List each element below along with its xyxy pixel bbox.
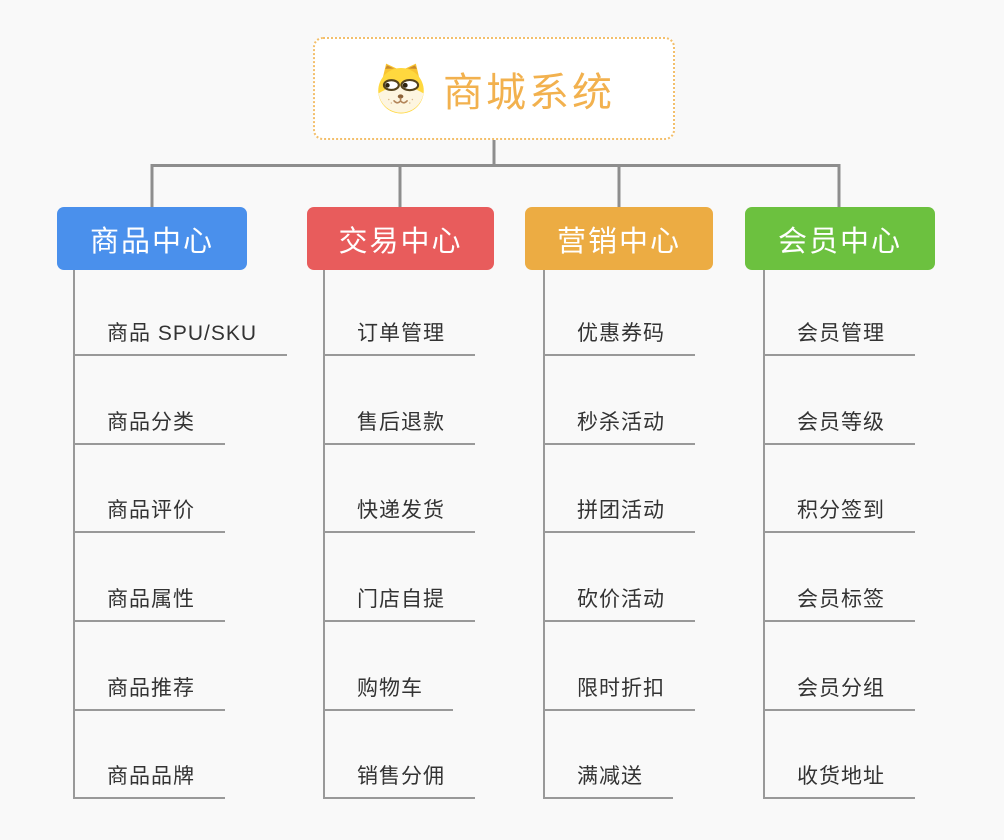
child-label: 砍价活动: [577, 588, 665, 611]
branch-node-1[interactable]: 商品中心: [57, 207, 247, 270]
child-label: 优惠券码: [577, 322, 665, 345]
branch-label: 营销中心: [556, 225, 681, 258]
child-label: 商品评价: [107, 499, 195, 522]
child-node[interactable]: 门店自提: [323, 587, 475, 622]
dog-face-icon: [373, 61, 429, 117]
child-label: 订单管理: [357, 322, 445, 345]
child-node[interactable]: 商品推荐: [73, 676, 225, 711]
child-node[interactable]: 商品 SPU/SKU: [73, 321, 288, 356]
child-label: 商品品牌: [107, 765, 195, 788]
child-node[interactable]: 满减送: [543, 764, 673, 799]
child-node[interactable]: 售后退款: [323, 410, 475, 445]
child-label: 积分签到: [797, 499, 885, 522]
child-node[interactable]: 销售分佣: [323, 764, 475, 799]
child-label: 会员等级: [797, 411, 885, 434]
child-node[interactable]: 优惠券码: [543, 321, 695, 356]
branch-node-2[interactable]: 交易中心: [307, 207, 494, 270]
child-node[interactable]: 砍价活动: [543, 587, 695, 622]
root-node[interactable]: 商城系统: [313, 37, 675, 140]
child-node[interactable]: 会员标签: [763, 587, 915, 622]
child-node[interactable]: 购物车: [323, 676, 453, 711]
child-label: 购物车: [357, 677, 423, 700]
child-label: 收货地址: [797, 765, 885, 788]
child-label: 会员分组: [797, 677, 885, 700]
child-label: 限时折扣: [577, 677, 665, 700]
child-node[interactable]: 订单管理: [323, 321, 475, 356]
child-node[interactable]: 会员等级: [763, 410, 915, 445]
child-node[interactable]: 商品评价: [73, 498, 225, 533]
child-label: 商品 SPU/SKU: [107, 322, 258, 345]
child-node[interactable]: 秒杀活动: [543, 410, 695, 445]
branch-label: 商品中心: [89, 225, 214, 258]
child-label: 销售分佣: [357, 765, 445, 788]
branch-node-3[interactable]: 营销中心: [525, 207, 713, 270]
child-node[interactable]: 会员分组: [763, 676, 915, 711]
child-label: 售后退款: [357, 411, 445, 434]
child-node[interactable]: 商品品牌: [73, 764, 225, 799]
child-label: 会员管理: [797, 322, 885, 345]
child-label: 秒杀活动: [577, 411, 665, 434]
child-label: 快递发货: [357, 499, 445, 522]
branch-label: 交易中心: [338, 225, 463, 258]
child-label: 门店自提: [357, 588, 445, 611]
child-label: 商品分类: [107, 411, 195, 434]
root-title: 商城系统: [443, 70, 615, 115]
branch-node-4[interactable]: 会员中心: [745, 207, 935, 270]
child-node[interactable]: 会员管理: [763, 321, 915, 356]
child-node[interactable]: 限时折扣: [543, 676, 695, 711]
child-label: 商品属性: [107, 588, 195, 611]
child-label: 会员标签: [797, 588, 885, 611]
child-node[interactable]: 收货地址: [763, 764, 915, 799]
child-node[interactable]: 拼团活动: [543, 498, 695, 533]
child-node[interactable]: 商品分类: [73, 410, 225, 445]
child-node[interactable]: 快递发货: [323, 498, 475, 533]
child-label: 商品推荐: [107, 677, 195, 700]
child-label: 满减送: [577, 765, 643, 788]
child-node[interactable]: 积分签到: [763, 498, 915, 533]
child-label: 拼团活动: [577, 499, 665, 522]
branch-label: 会员中心: [777, 225, 902, 258]
child-node[interactable]: 商品属性: [73, 587, 225, 622]
